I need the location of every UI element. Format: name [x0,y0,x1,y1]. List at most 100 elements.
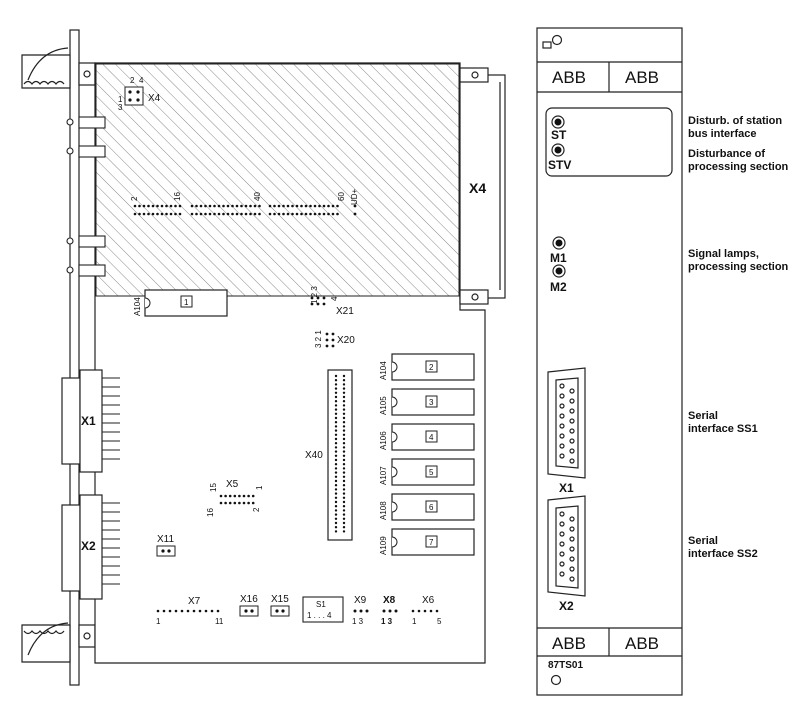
bus-pin [235,204,239,208]
chip-ref: A105 [379,396,388,415]
subd-pin [559,443,565,449]
bus-pin-ud-label: UD+ [350,188,359,205]
bus-pin [199,212,203,216]
chip-number-box [425,465,438,478]
x6-pin5-label: 5 [437,617,442,626]
x40-pin [342,408,346,411]
bottom-ejector-handle[interactable] [21,622,71,663]
header-x16: X16 [239,594,259,617]
x6-pin [417,609,421,613]
x40-pin [334,500,338,504]
x40-pin [334,387,338,390]
x7-label: X7 [188,596,201,607]
header-x5: X5 15 1 16 2 [206,479,264,517]
x7-pin [168,609,172,613]
bus-pin [142,212,146,216]
x40-pin [334,496,338,499]
connector-x2[interactable] [61,494,120,600]
x20-pin [331,344,335,348]
x21-pin [316,296,320,300]
subd-x1[interactable] [547,367,586,479]
x40-pin [342,471,346,474]
bus-pin [331,204,335,208]
top-ejector-handle[interactable] [21,47,71,89]
x40-pin [334,513,338,516]
subd-x2[interactable] [547,495,586,597]
bus-pin [138,204,141,208]
x6-pin [423,609,427,613]
x40-pin [334,479,338,483]
x7-pin [210,609,214,613]
bus-pin [231,204,234,208]
subd-pin [559,393,565,399]
header-x4-small: 2 4 1 3 X4 [118,76,161,112]
x7-pin1-label: 1 [156,617,161,626]
subd-pin [559,453,565,459]
x40-pin [342,442,346,445]
bus-pin [147,204,150,208]
switch-s1[interactable]: S1 1 . . . 4 [302,596,344,623]
connector-x1[interactable] [61,369,120,473]
x40-pin [342,517,346,520]
chip-number: 4 [429,433,434,442]
x40-pin [334,454,338,457]
bus-pin [213,204,216,208]
x6-pin [429,609,433,613]
chip-number-box [425,500,438,513]
connector-x4[interactable] [459,67,506,305]
bus-pin [160,204,164,208]
x40-pin [342,496,346,499]
subd-pin [559,403,565,409]
bus-pin [217,204,221,208]
chip-ref: A109 [379,536,388,555]
chip-notch [391,431,398,443]
bus-pin [322,212,326,216]
x20-pins-label: 3 2 1 [314,330,323,348]
x6-label: X6 [422,595,435,606]
bus-pin [240,204,243,208]
bus-pin [133,212,137,216]
subd-pin [569,448,575,454]
bus-pin-60-label: 60 [337,192,346,201]
bus-pin [322,204,326,208]
x5-pin15-label: 15 [209,483,218,492]
chip-ref: A106 [379,431,388,450]
chip-number: 7 [429,538,434,547]
subd-pin [569,546,575,552]
x40-pin [342,509,346,512]
led-stv-label: STV [548,158,571,172]
bus-pin [258,212,261,216]
x20-pin [331,338,335,342]
bus-pin [190,204,194,208]
x5-pin [247,494,250,498]
bus-pin [336,212,339,216]
x40-pin [342,379,346,382]
header-x6: X6 1 5 [411,595,442,626]
annotation-signal-lamps: Signal lamps, processing section [688,248,808,274]
chip-ref: A107 [379,466,388,485]
x40-pin [342,454,346,457]
bus-pin-row: 2 16 40 60 UD+ [130,188,359,216]
bus-pin [249,204,252,208]
x5-pin1-label: 1 [255,485,264,490]
x40-pin [334,530,338,533]
x40-pin [334,425,338,428]
x40-pin [334,467,338,470]
subd-pin [569,516,575,522]
bus-pin [268,212,272,216]
x5-pin [251,494,255,498]
x7-pin [198,609,202,613]
chip-a104-top: 1 A104 [133,289,228,317]
bus-pin [208,204,212,208]
led-m2-label: M2 [550,280,567,294]
subd-pin [559,551,565,557]
bus-pin [190,212,194,216]
x40-pin [342,479,346,483]
x40-label: X40 [305,450,323,461]
annotation-serial-ss2-line1: Serial [688,535,718,547]
